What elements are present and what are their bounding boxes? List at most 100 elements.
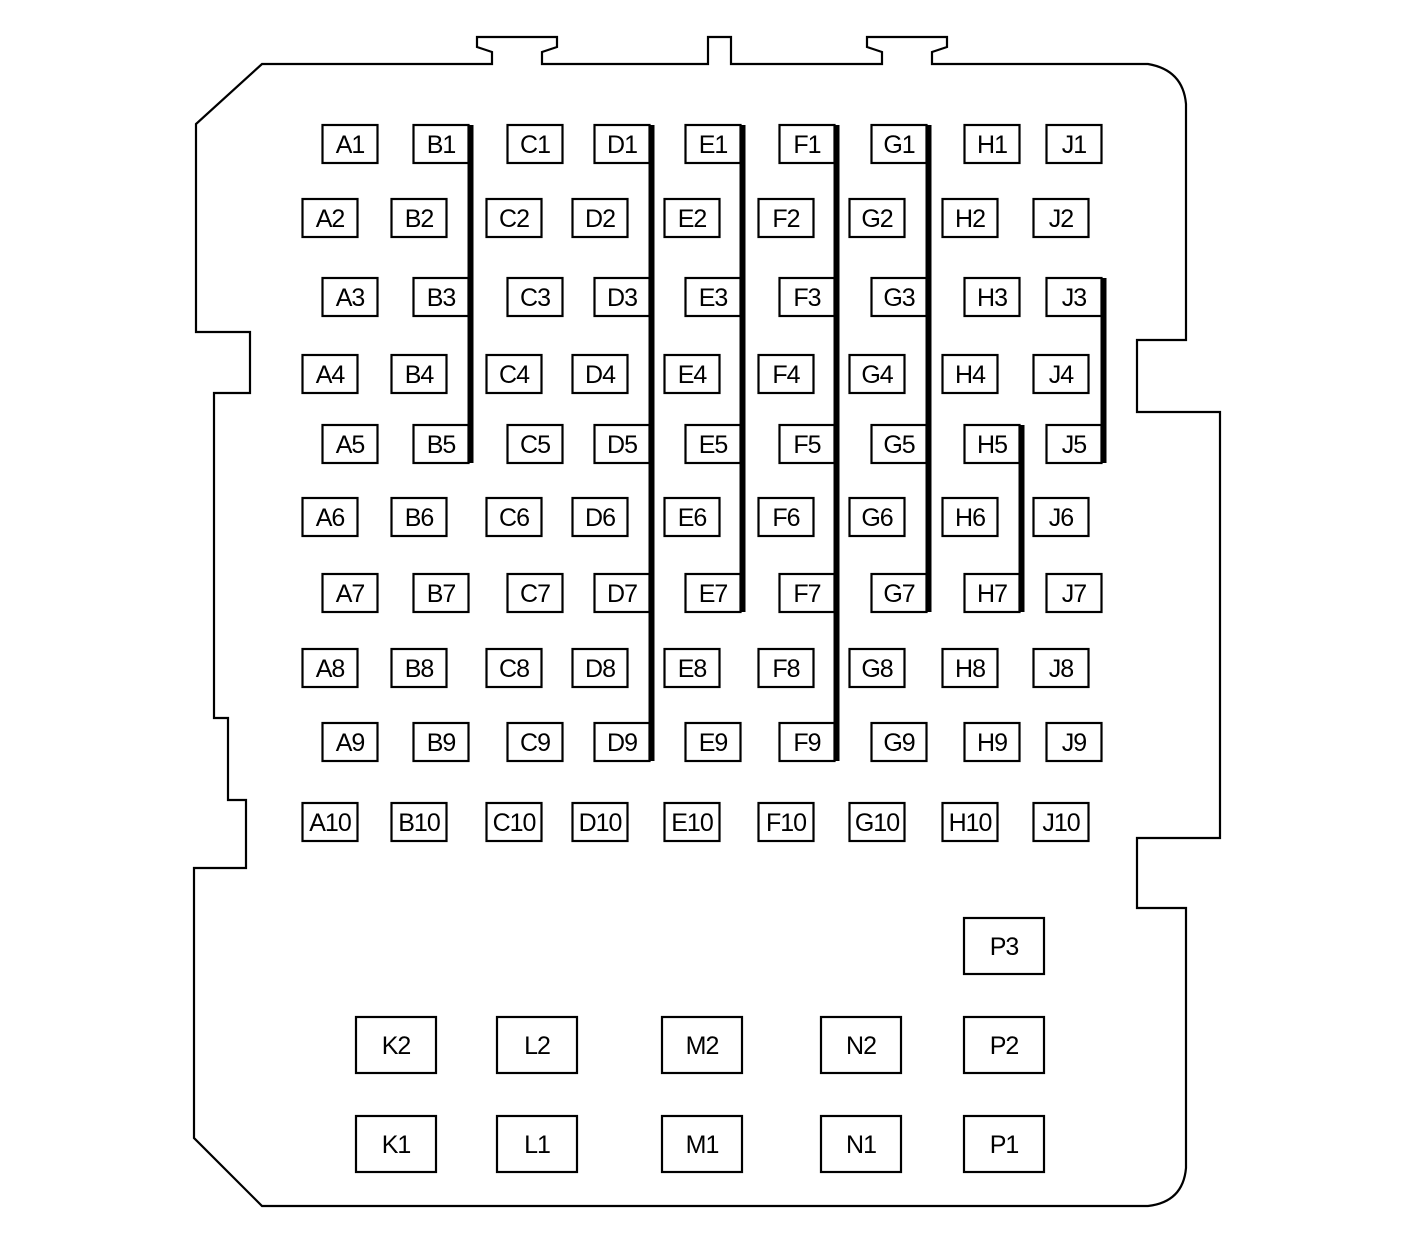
- pin-box: [663, 496, 721, 538]
- pin-box: [962, 916, 1046, 976]
- pin-box: [848, 197, 906, 239]
- pin-label: D1: [607, 131, 637, 159]
- pin-c5: C5: [506, 423, 564, 465]
- bus-bar-b: [467, 125, 474, 463]
- pin-label: D7: [607, 580, 637, 608]
- pin-label: A4: [316, 361, 346, 389]
- pin-label: J5: [1062, 431, 1087, 459]
- pin-box: [593, 276, 651, 318]
- pin-f1: F1: [778, 123, 836, 165]
- pin-box: [485, 496, 543, 538]
- pin-b6: B6: [390, 496, 448, 538]
- pin-box: [1045, 572, 1103, 614]
- pin-box: [390, 197, 448, 239]
- pin-label: E9: [699, 729, 728, 757]
- bus-bar-d: [648, 125, 655, 761]
- pin-d3: D3: [593, 276, 651, 318]
- pin-label: G8: [861, 655, 892, 683]
- pin-label: J9: [1062, 729, 1087, 757]
- pin-n1: N1: [819, 1114, 903, 1174]
- pin-label: E5: [699, 431, 728, 459]
- pin-h1: H1: [963, 123, 1021, 165]
- pin-label: H10: [949, 809, 992, 837]
- pin-box: [485, 647, 543, 689]
- pin-m1: M1: [660, 1114, 744, 1174]
- pin-box: [390, 496, 448, 538]
- pin-a1: A1: [321, 123, 379, 165]
- pin-b10: B10: [390, 801, 448, 843]
- pin-box: [757, 353, 815, 395]
- pin-a8: A8: [301, 647, 359, 689]
- pin-box: [301, 496, 359, 538]
- pin-label: F7: [793, 580, 820, 608]
- pin-j7: J7: [1045, 572, 1103, 614]
- pin-e10: E10: [663, 801, 721, 843]
- pin-j6: J6: [1032, 496, 1090, 538]
- pin-box: [1045, 123, 1103, 165]
- pin-c10: C10: [485, 801, 543, 843]
- pin-a9: A9: [321, 721, 379, 763]
- pin-label: H2: [955, 205, 985, 233]
- pin-d1: D1: [593, 123, 651, 165]
- pin-label: G2: [861, 205, 892, 233]
- pin-label: J7: [1062, 580, 1087, 608]
- pin-label: G10: [855, 809, 899, 837]
- pin-c8: C8: [485, 647, 543, 689]
- pin-box: [571, 353, 629, 395]
- pin-j2: J2: [1032, 197, 1090, 239]
- pin-box: [963, 123, 1021, 165]
- bus-bar-f: [833, 125, 840, 761]
- pin-b4: B4: [390, 353, 448, 395]
- pin-label: F1: [793, 131, 820, 159]
- bus-bar-group: [467, 125, 1107, 761]
- pin-label: D5: [607, 431, 637, 459]
- pin-box: [757, 197, 815, 239]
- pin-f3: F3: [778, 276, 836, 318]
- bus-bar-h: [1018, 425, 1025, 612]
- pin-j1: J1: [1045, 123, 1103, 165]
- pin-p1: P1: [962, 1114, 1046, 1174]
- pin-label: C8: [499, 655, 529, 683]
- bus-bar-j: [1100, 278, 1107, 463]
- pin-l2: L2: [495, 1015, 579, 1075]
- pin-g4: G4: [848, 353, 906, 395]
- pin-a6: A6: [301, 496, 359, 538]
- pin-label: C3: [520, 284, 550, 312]
- pin-h4: H4: [941, 353, 999, 395]
- pin-box: [495, 1015, 579, 1075]
- pin-d10: D10: [571, 801, 629, 843]
- pin-label: B7: [427, 580, 456, 608]
- pin-label: E7: [699, 580, 728, 608]
- pin-b3: B3: [412, 276, 470, 318]
- pin-m2: M2: [660, 1015, 744, 1075]
- pin-label: D4: [585, 361, 616, 389]
- pin-f10: F10: [757, 801, 815, 843]
- pin-f9: F9: [778, 721, 836, 763]
- pin-box: [593, 572, 651, 614]
- pin-box: [870, 276, 928, 318]
- pin-box: [819, 1114, 903, 1174]
- pin-box: [1045, 423, 1103, 465]
- pin-label: G7: [883, 580, 914, 608]
- pin-box: [757, 496, 815, 538]
- pin-c3: C3: [506, 276, 564, 318]
- pin-label: K2: [382, 1032, 411, 1060]
- pin-label: J8: [1049, 655, 1074, 683]
- pin-g2: G2: [848, 197, 906, 239]
- pin-a7: A7: [321, 572, 379, 614]
- pin-label: B5: [427, 431, 456, 459]
- pin-g7: G7: [870, 572, 928, 614]
- pin-label: E10: [671, 809, 713, 837]
- pin-box: [301, 801, 359, 843]
- pin-label: A10: [309, 809, 351, 837]
- pin-d5: D5: [593, 423, 651, 465]
- pin-h9: H9: [963, 721, 1021, 763]
- pin-box: [941, 647, 999, 689]
- pin-label: H7: [977, 580, 1007, 608]
- pin-label: H1: [977, 131, 1007, 159]
- pin-label: C7: [520, 580, 550, 608]
- pin-box: [571, 801, 629, 843]
- pin-box: [684, 276, 742, 318]
